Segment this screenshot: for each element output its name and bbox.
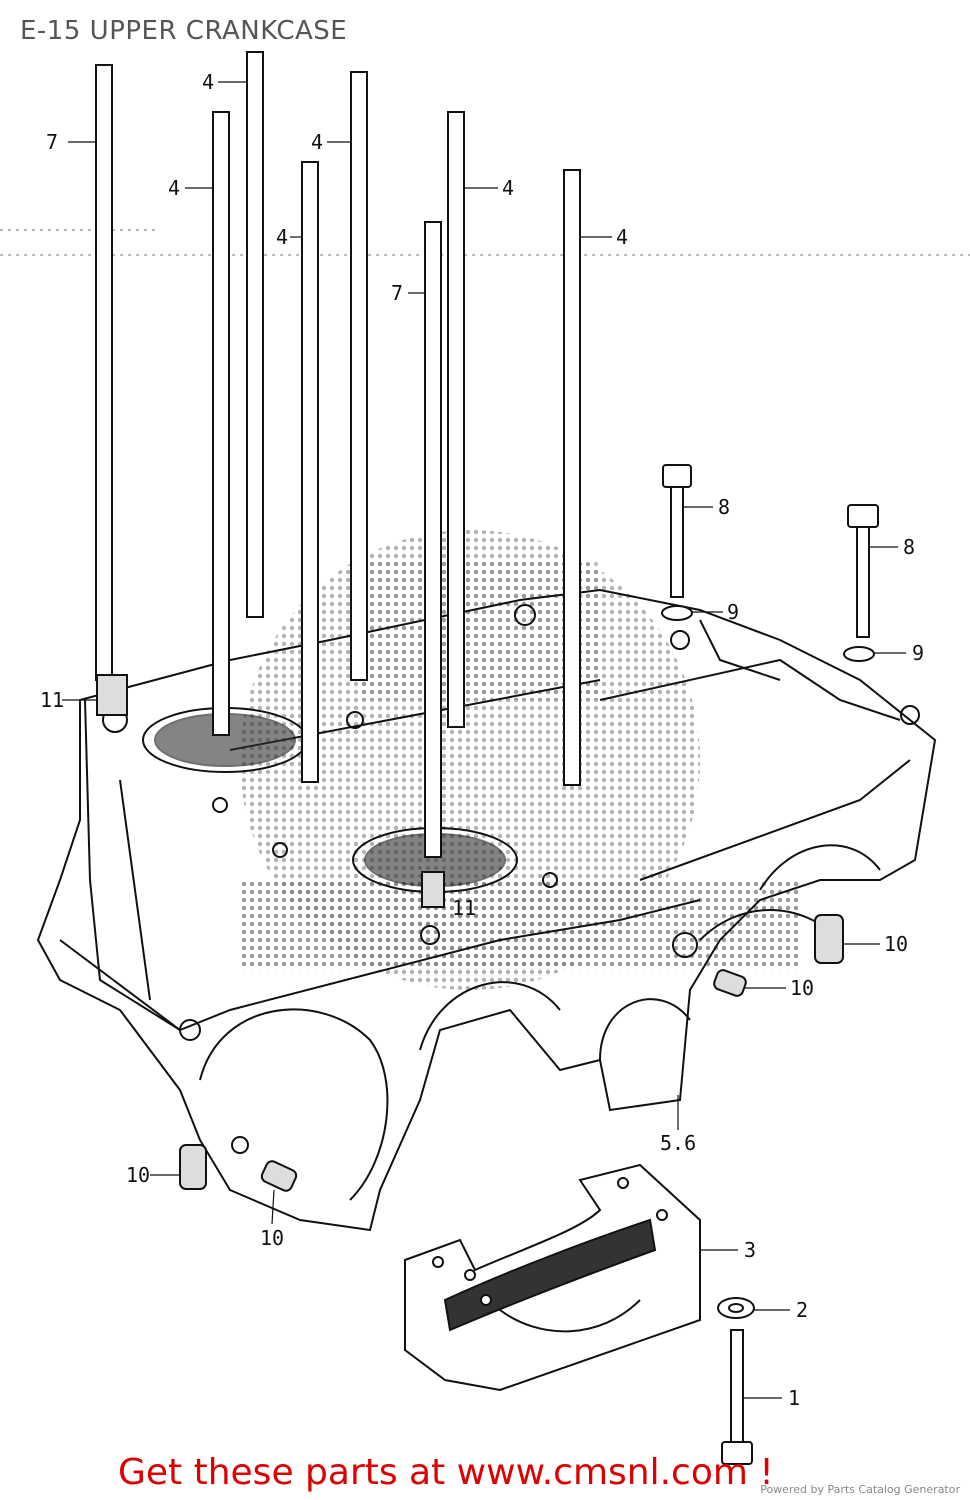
- callout-8: 8: [903, 535, 915, 559]
- bearing-cap-3: [404, 1163, 701, 1392]
- callout-7: 7: [391, 281, 403, 305]
- cmsnl-link-banner[interactable]: Get these parts at www.cmsnl.com !: [118, 1452, 774, 1493]
- callout-4: 4: [168, 176, 180, 200]
- stud-4-a: [246, 51, 264, 618]
- stud-4-c: [350, 71, 368, 681]
- callout-4: 4: [276, 225, 288, 249]
- callout-7: 7: [46, 130, 58, 154]
- callout-10: 10: [126, 1163, 150, 1187]
- callout-4: 4: [311, 130, 323, 154]
- reference-lines: [0, 229, 970, 256]
- collars-11: [96, 674, 445, 908]
- dowel-pins-10: [179, 914, 844, 1192]
- callout-11: 11: [452, 896, 476, 920]
- stud-4-d: [301, 161, 319, 783]
- stud-7-left: [95, 64, 113, 681]
- bolts-8: [661, 464, 879, 662]
- callout-10: 10: [790, 976, 814, 1000]
- leader-lines: [62, 81, 906, 1399]
- callout-11: 11: [40, 688, 64, 712]
- callout-9: 9: [727, 600, 739, 624]
- callout-5-6: 5.6: [660, 1131, 696, 1155]
- crankcase-body: [36, 588, 937, 1232]
- callout-10: 10: [884, 932, 908, 956]
- bolt-1-washer-2: [717, 1297, 755, 1465]
- generator-credit: Powered by Parts Catalog Generator: [760, 1483, 960, 1496]
- callout-9: 9: [912, 641, 924, 665]
- stud-7-mid: [424, 221, 442, 858]
- callout-10: 10: [260, 1226, 284, 1250]
- stud-4-f: [563, 169, 581, 786]
- callout-4: 4: [502, 176, 514, 200]
- stud-4-b: [212, 111, 230, 736]
- callout-1: 1: [788, 1386, 800, 1410]
- stud-4-e: [447, 111, 465, 728]
- callout-2: 2: [796, 1298, 808, 1322]
- studs: [95, 51, 581, 858]
- callout-4: 4: [202, 70, 214, 94]
- diagram-title: E-15 UPPER CRANKCASE: [20, 16, 348, 46]
- callout-3: 3: [744, 1238, 756, 1262]
- callout-4: 4: [616, 225, 628, 249]
- callout-8: 8: [718, 495, 730, 519]
